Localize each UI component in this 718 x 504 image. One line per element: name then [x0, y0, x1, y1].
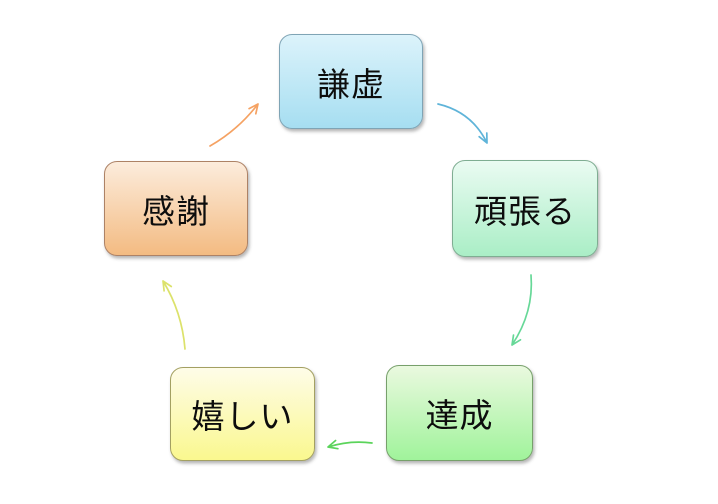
node-ganbaru: 頑張る [452, 160, 598, 257]
node-kenkyo-label: 謙虚 [317, 64, 385, 104]
arrow-kansha-to-kenkyo [209, 103, 259, 147]
node-ureshii: 嬉しい [170, 367, 315, 461]
node-kenkyo: 謙虚 [279, 34, 423, 129]
arrow-kenkyo-to-ganbaru [437, 103, 488, 144]
node-ganbaru-label: 頑張る [474, 191, 576, 231]
arrow-ureshii-to-kansha [162, 280, 186, 350]
arrow-ganbaru-to-tassei [511, 274, 533, 346]
arrow-tassei-to-ureshii [327, 439, 373, 450]
node-tassei: 達成 [386, 365, 533, 461]
node-tassei-label: 達成 [425, 396, 494, 435]
node-ureshii-label: 嬉しい [191, 397, 294, 436]
node-kansha: 感謝 [104, 161, 248, 256]
node-kansha-label: 感謝 [142, 191, 210, 231]
